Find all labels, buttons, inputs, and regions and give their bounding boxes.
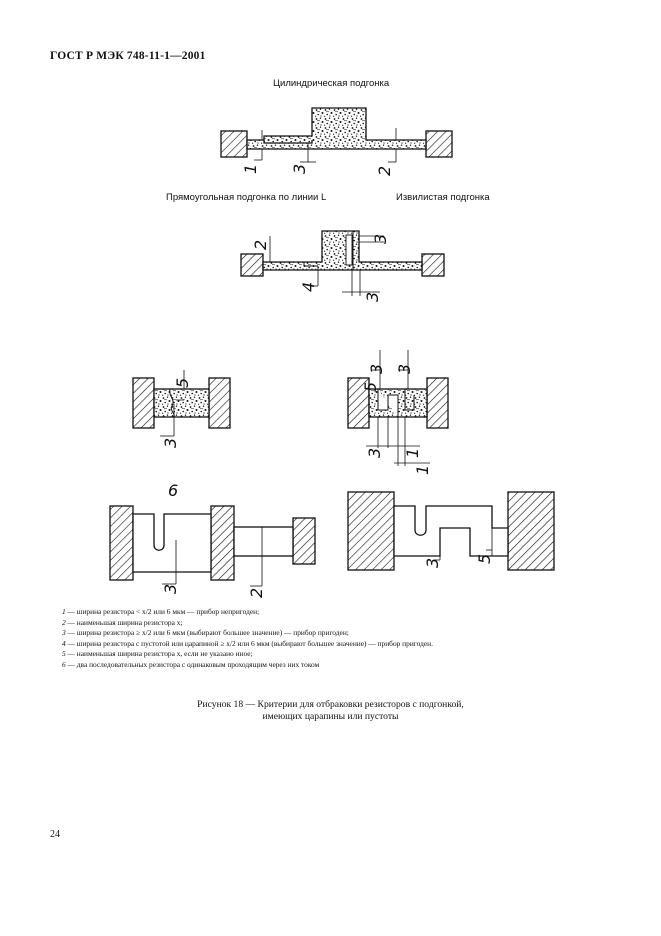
label-3-serp-bottom: 3 (363, 292, 382, 302)
document-header: ГОСТ Р МЭК 748-11-1—2001 (50, 50, 206, 62)
right-pad (507, 491, 555, 571)
label-3-cyl: 3 (290, 164, 309, 174)
label-2-series: 2 (247, 588, 266, 598)
label-5-void: 5 (173, 378, 192, 388)
label-5-stepped: 5 (475, 554, 494, 564)
label-3-series: 3 (161, 584, 180, 594)
diagram-series-resistors (109, 505, 316, 587)
label-3-void: 3 (161, 438, 180, 448)
label-5-serp-detail: 5 (361, 382, 380, 392)
label-2-cyl: 2 (375, 166, 394, 176)
left-pad (347, 491, 395, 571)
left-pad (220, 130, 248, 158)
label-6: 6 (168, 481, 178, 500)
label-3-serp-top: 3 (371, 234, 390, 244)
figure-caption-line-2: имеющих царапины или пустоты (262, 711, 399, 722)
label-3-serp-detail-a: 3 (367, 364, 386, 374)
legend-item-1: 1 — ширина резистора < x/2 или 6 мкм — п… (62, 607, 260, 616)
middle-pad (210, 505, 235, 581)
left-pad (240, 253, 264, 277)
caption-rectangular-trim: Прямоугольная подгонка по линии L (166, 192, 327, 203)
legend-item-4: 4 — ширина резистора с пустотой или цара… (62, 638, 433, 648)
label-1-cyl: 1 (241, 164, 260, 174)
left-pad (132, 377, 155, 429)
label-3-serp-detail-b: 3 (395, 364, 414, 374)
label-1-serp-detail-a: 1 (403, 448, 422, 458)
figure-caption-line-1: Рисунок 18 — Критерии для отбраковки рез… (197, 699, 464, 710)
right-pad (425, 130, 453, 158)
diagram-void-small (132, 370, 231, 437)
caption-serpentine-trim: Извилистая подгонка (396, 192, 490, 203)
legend-item-3: 3 — ширина резистора ≥ x/2 или 6 мкм (вы… (62, 628, 349, 638)
legend-item-5: 5 — наименьшая ширина резистора x, если … (62, 649, 253, 659)
caption-cylindrical-trim: Цилиндрическая подгонка (273, 78, 390, 89)
right-pad (426, 377, 449, 429)
right-pad (292, 517, 316, 565)
right-pad (208, 377, 231, 429)
page-number: 24 (50, 829, 60, 840)
label-3-serp-detail-c: 3 (365, 448, 384, 458)
resistor-film (153, 388, 210, 418)
label-2-rect: 2 (251, 240, 270, 250)
label-4-rect: 4 (299, 282, 318, 292)
resistor-film (246, 107, 427, 150)
label-3-stepped: 3 (423, 558, 442, 568)
legend-item-6: 6 — два последовательных резистора с оди… (62, 660, 320, 669)
diagram-cylindrical-trim (220, 107, 453, 163)
legend-item-2: 2 — наименьшая ширина резистора x; (62, 617, 183, 627)
diagram-serpentine-detail (347, 350, 449, 466)
label-1-serp-detail-b: 1 (413, 465, 432, 475)
figure-caption: Рисунок 18 — Критерии для отбраковки рез… (0, 699, 661, 723)
right-pad (421, 253, 445, 277)
left-pad (109, 505, 134, 581)
second-resistor (233, 526, 294, 557)
diagram-rectangular-trim (240, 230, 445, 296)
diagram-stepped-resistor (347, 491, 555, 571)
resistor-film (262, 230, 423, 271)
